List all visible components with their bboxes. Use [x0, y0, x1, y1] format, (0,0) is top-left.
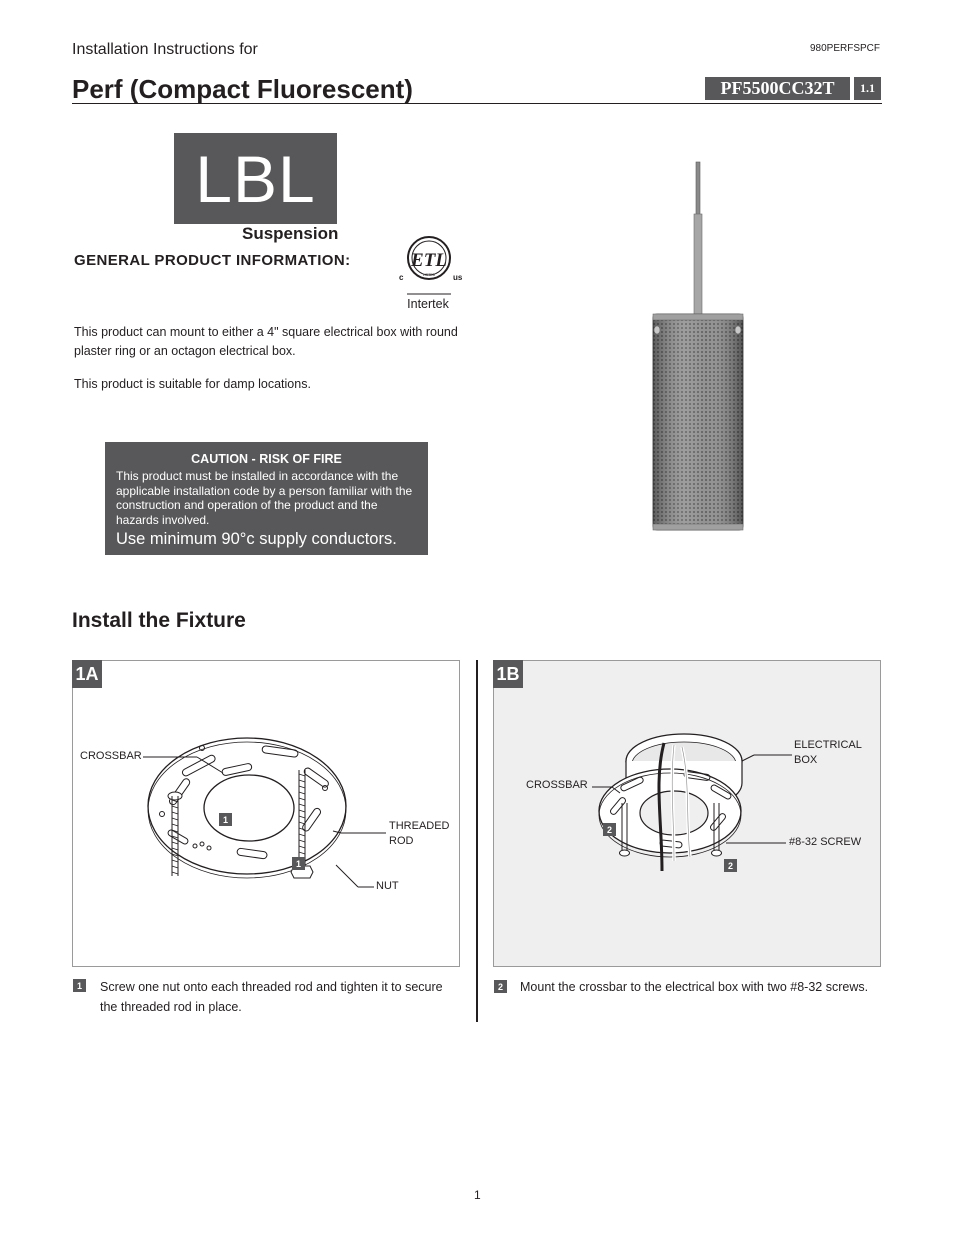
electrical-box-label: ELECTRICAL BOX	[794, 739, 862, 766]
callout-1-badge: 1	[292, 857, 305, 870]
intertek-text: Intertek	[407, 297, 449, 311]
install-heading: Install the Fixture	[72, 609, 246, 632]
panel-tag-1a: 1A	[72, 660, 102, 688]
crossbar-label-1b: CROSSBAR	[526, 779, 588, 791]
brand-logo: LBL	[174, 133, 337, 224]
diagram-panel-1b	[493, 660, 881, 967]
etl-mark-text: ETL	[410, 250, 447, 271]
column-divider	[476, 660, 478, 1022]
step-1-badge: 1	[73, 979, 86, 992]
crossbar-box-diagram	[592, 733, 792, 872]
damp-location-text: This product is suitable for damp locati…	[74, 377, 311, 391]
model-number-badge: PF5500CC32T	[705, 77, 850, 100]
crossbar-rod-diagram	[143, 737, 386, 888]
etl-listed-icon: ETL LISTED c us Intertek	[399, 236, 463, 311]
title-rule	[72, 103, 882, 104]
callout-2-badge: 2	[603, 823, 616, 836]
screw-label: #8-32 SCREW	[789, 836, 862, 848]
etl-us-text: us	[453, 273, 463, 282]
general-info-heading: GENERAL PRODUCT INFORMATION:	[74, 252, 351, 269]
etl-c-text: c	[399, 273, 404, 282]
callout-2-badge: 2	[724, 859, 737, 872]
panel-tag-1b: 1B	[493, 660, 523, 688]
step-2-badge: 2	[494, 980, 507, 993]
caution-body: This product must be installed in accord…	[116, 469, 413, 527]
document-subtitle: Installation Instructions for	[72, 41, 258, 58]
diagram-panel-1a	[72, 660, 460, 967]
version-badge: 1.1	[854, 77, 881, 100]
pendant-fixture-image	[652, 161, 744, 531]
document-code: 980PERFSPCF	[809, 43, 880, 54]
threaded-rod-label: THREADED ROD	[389, 820, 450, 847]
page-title: Perf (Compact Fluorescent)	[72, 74, 413, 104]
mounting-info-text: This product can mount to either a 4" sq…	[74, 325, 458, 358]
step-1-text: Screw one nut onto each threaded rod and…	[100, 980, 443, 1014]
brand-caption: Suspension	[242, 224, 339, 243]
caution-box: CAUTION - RISK OF FIRE This product must…	[105, 442, 428, 555]
caution-footer: Use minimum 90°c supply conductors.	[116, 530, 397, 548]
nut-label: NUT	[376, 880, 399, 892]
etl-listed-text: LISTED	[423, 273, 436, 277]
callout-1-badge: 1	[219, 813, 232, 826]
step-2-text: Mount the crossbar to the electrical box…	[520, 980, 869, 994]
caution-title: CAUTION - RISK OF FIRE	[191, 452, 342, 466]
page-number: 1	[474, 1188, 481, 1202]
crossbar-label-1a: CROSSBAR	[80, 750, 142, 762]
